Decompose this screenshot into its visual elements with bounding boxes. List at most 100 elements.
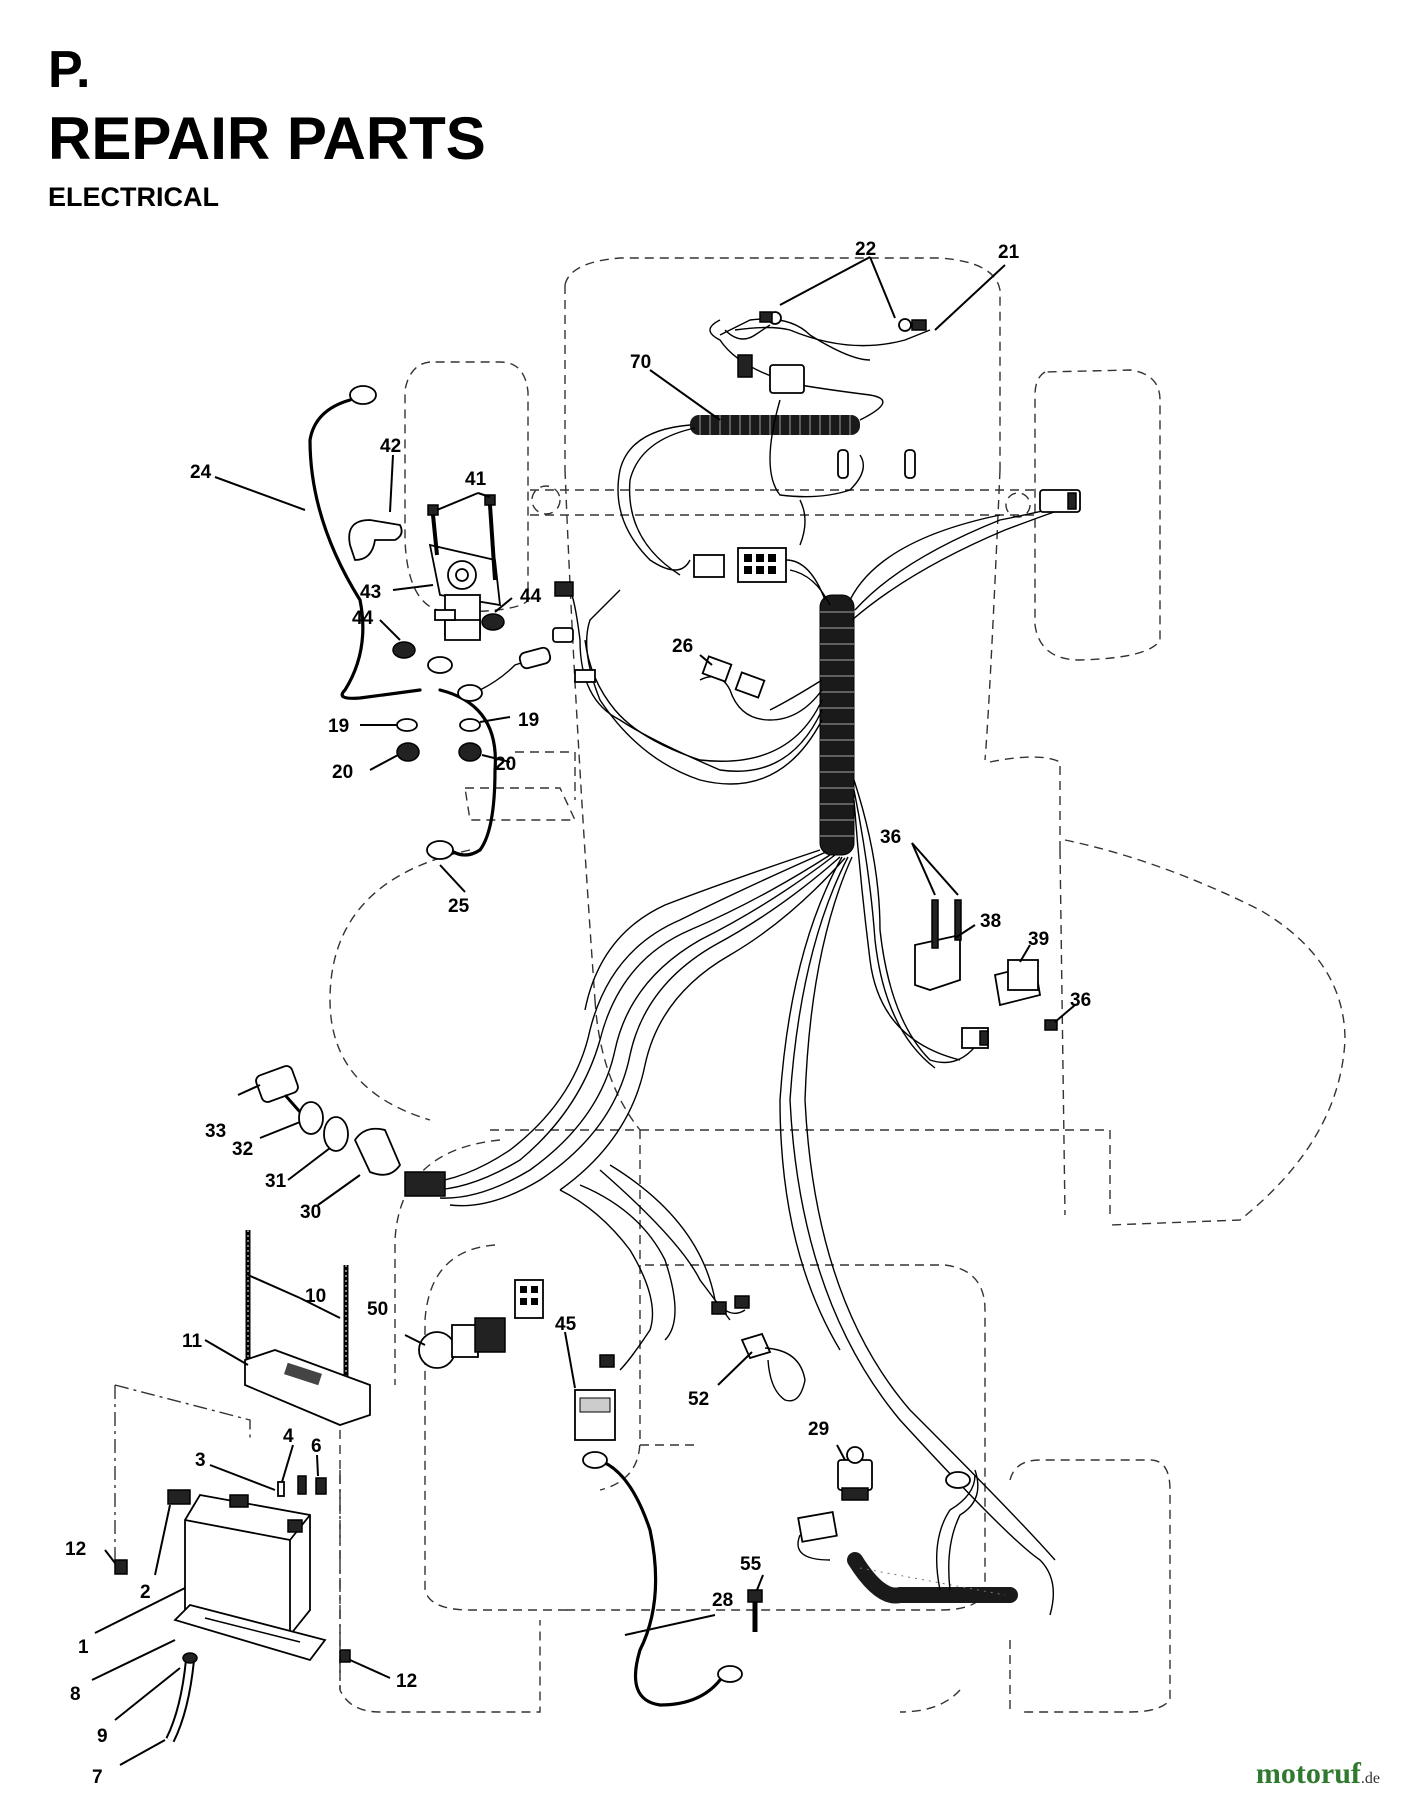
callout-42: 42 — [380, 436, 401, 457]
ammeter-plugs — [599, 1295, 750, 1368]
ignition-bezel — [298, 1101, 324, 1135]
callout-19-left: 19 — [328, 716, 349, 737]
terminal-boot — [348, 519, 403, 561]
hold-down-rods — [245, 1230, 349, 1395]
callout-8: 8 — [70, 1684, 81, 1705]
callout-26: 26 — [672, 636, 693, 657]
ignition-switch — [353, 1127, 446, 1197]
ignition-key — [255, 1065, 302, 1113]
callout-9: 9 — [97, 1726, 108, 1747]
callout-44-right: 44 — [520, 586, 542, 607]
callout-39: 39 — [1028, 929, 1049, 950]
callout-45: 45 — [555, 1314, 577, 1335]
callout-24: 24 — [190, 462, 212, 483]
hex-nut-left — [392, 641, 416, 659]
watermark: motoruf.de — [1256, 1757, 1380, 1791]
callout-36-right: 36 — [1070, 990, 1091, 1011]
ring-terminal-b — [457, 684, 483, 702]
clutch-harness-coil — [847, 1552, 1018, 1604]
headlight-plug-left — [737, 354, 805, 394]
fuse-holder-connector — [701, 655, 766, 699]
callout-50: 50 — [367, 1299, 388, 1320]
ring-terminal-a — [427, 656, 453, 674]
callout-70: 70 — [630, 352, 651, 373]
callout-25: 25 — [448, 896, 470, 917]
fuse — [740, 1332, 806, 1402]
callout-3: 3 — [195, 1450, 206, 1471]
brake-switch-plug — [961, 1027, 989, 1049]
callout-44-left: 44 — [352, 608, 374, 629]
main-wiring-harness — [424, 311, 1081, 1616]
callout-20-right: 20 — [495, 754, 516, 775]
callout-10: 10 — [305, 1286, 326, 1307]
callout-4: 4 — [283, 1426, 294, 1447]
ring-terminal-pto — [945, 1471, 971, 1489]
callout-1: 1 — [78, 1637, 89, 1658]
callout-6: 6 — [311, 1436, 322, 1457]
pto-switch — [837, 1446, 873, 1501]
ground-cable — [596, 1458, 722, 1707]
callout-12-left: 12 — [65, 1539, 86, 1560]
callout-12-right: 12 — [396, 1671, 417, 1692]
starter-solenoid — [428, 543, 502, 641]
ring-terminal-ground-bottom — [717, 1665, 743, 1683]
callout-29: 29 — [808, 1419, 829, 1440]
callout-leaders — [91, 256, 1076, 1766]
hour-meter — [574, 1389, 616, 1441]
fusible-link — [518, 646, 552, 670]
nut-left — [396, 742, 420, 762]
washer-right — [459, 718, 481, 732]
battery-tray — [173, 1603, 327, 1662]
drain-tube — [165, 1652, 198, 1743]
battery — [184, 1494, 311, 1637]
callout-31: 31 — [265, 1171, 287, 1192]
page-title: REPAIR PARTS — [48, 105, 486, 172]
pto-connector — [797, 1511, 838, 1561]
bulb-connector-2 — [904, 449, 916, 479]
watermark-brand: motoruf — [1255, 1757, 1361, 1790]
callout-28: 28 — [712, 1590, 733, 1611]
front-harness-coil — [690, 415, 860, 435]
tray-clip-left — [114, 1559, 128, 1575]
ring-terminal-cable-25 — [426, 840, 454, 860]
headlight-socket-left — [759, 311, 782, 325]
hex-nut-right — [481, 613, 505, 631]
callout-32: 32 — [232, 1139, 253, 1160]
ignition-nut — [323, 1116, 349, 1152]
callout-38: 38 — [980, 911, 1001, 932]
seat-switch-plug — [1039, 489, 1081, 513]
callout-52: 52 — [688, 1389, 709, 1410]
battery-bolt — [167, 1489, 191, 1505]
light-switch — [418, 1317, 506, 1369]
callout-55: 55 — [740, 1554, 762, 1575]
callout-30: 30 — [300, 1202, 321, 1223]
washer-left — [396, 718, 418, 732]
page-subtitle: ELECTRICAL — [48, 182, 219, 212]
battery-hold-down-bracket — [244, 1349, 371, 1426]
harness-coil — [819, 594, 855, 856]
relay-screw — [1044, 1019, 1058, 1031]
callout-labels: 22 21 70 42 24 41 43 44 44 26 19 19 20 2… — [65, 239, 1091, 1788]
callout-2: 2 — [140, 1582, 151, 1603]
nut-right — [458, 742, 482, 762]
ground-bolt — [747, 1589, 763, 1632]
callout-11: 11 — [182, 1331, 203, 1352]
terminal-clip-upper — [552, 581, 596, 683]
solenoid-cable — [438, 688, 497, 857]
wire-connector-block — [514, 1279, 544, 1319]
callout-7: 7 — [92, 1767, 103, 1788]
callout-41: 41 — [465, 469, 487, 490]
bulb-connector — [837, 449, 849, 479]
ring-terminal-ground-top — [582, 1451, 608, 1469]
tractor-outline — [114, 257, 1346, 1713]
callout-21: 21 — [998, 242, 1020, 263]
terminal-hardware — [277, 1475, 327, 1497]
section-letter: P. — [48, 41, 91, 99]
battery-cable — [308, 398, 422, 700]
callout-22: 22 — [855, 239, 876, 260]
callout-19-right: 19 — [518, 710, 539, 731]
relay-bracket — [914, 899, 962, 991]
harness-connector-block — [693, 547, 787, 583]
headlight-socket-right — [898, 318, 927, 332]
